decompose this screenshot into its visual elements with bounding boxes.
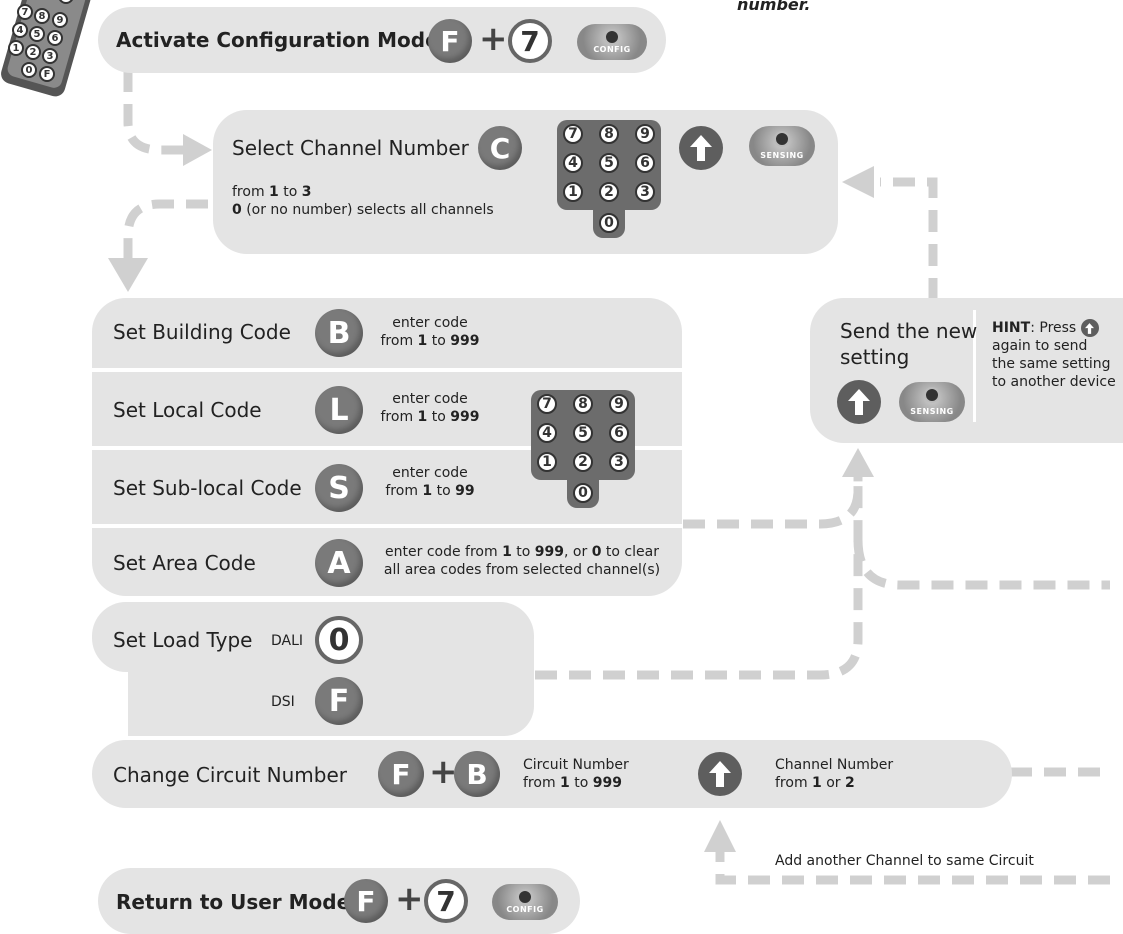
sublocal-code-label: Set Sub-local Code xyxy=(113,476,302,500)
keypad-key-5: 5 xyxy=(599,153,619,173)
b-key-icon: B xyxy=(454,751,500,797)
remote-key-8: 8 xyxy=(34,8,50,24)
keypad-codes: 7 8 9 4 5 6 1 2 3 0 xyxy=(531,390,635,510)
up-arrow-icon xyxy=(1080,319,1099,337)
keypad-key-2: 2 xyxy=(573,452,593,472)
keypad-key-8: 8 xyxy=(573,394,593,414)
f-key-icon: F xyxy=(344,879,388,923)
keypad-key-8: 8 xyxy=(599,124,619,144)
remote-key-9: 9 xyxy=(52,12,68,28)
return-user-label: Return to User Mode xyxy=(116,890,351,914)
building-code-label: Set Building Code xyxy=(113,320,291,344)
plus-sign: + xyxy=(429,752,458,792)
plus-sign: + xyxy=(395,879,424,919)
f-key-icon: F xyxy=(315,677,363,725)
load-type-label: Set Load Type xyxy=(113,628,253,652)
select-channel-range: from 1 to 3 xyxy=(232,184,312,200)
f-key-icon: F xyxy=(378,751,424,797)
keypad-key-4: 4 xyxy=(537,423,557,443)
remote-key-0: 0 xyxy=(21,62,37,78)
seven-key-icon: 7 xyxy=(508,19,552,63)
remote-key-4: 4 xyxy=(12,22,28,38)
remote-key-1: 1 xyxy=(8,40,24,56)
add-channel-note: Add another Channel to same Circuit xyxy=(775,853,1034,869)
s-key-icon: S xyxy=(315,464,363,512)
activate-config-panel xyxy=(98,7,666,73)
area-code-label: Set Area Code xyxy=(113,551,256,575)
keypad-key-0: 0 xyxy=(599,213,619,233)
remote-key-5: 5 xyxy=(29,26,45,42)
sensing-led-icon: SENSING xyxy=(749,126,815,166)
b-key-icon: B xyxy=(315,309,363,357)
dsi-label: DSI xyxy=(271,694,295,710)
zero-key-icon: 0 xyxy=(315,616,363,664)
keypad-key-9: 9 xyxy=(609,394,629,414)
activate-config-label: Activate Configuration Mode xyxy=(116,28,439,52)
hint-text: HINT: Press again to send the same setti… xyxy=(992,319,1116,390)
up-arrow-icon xyxy=(679,126,723,170)
keypad-key-3: 3 xyxy=(609,452,629,472)
a-key-icon: A xyxy=(315,539,363,587)
f-key-icon: F xyxy=(428,19,472,63)
keypad-select-channel: 7 8 9 4 5 6 1 2 3 0 xyxy=(557,120,661,240)
remote-key-f: F xyxy=(39,66,55,82)
keypad-key-0: 0 xyxy=(573,483,593,503)
up-arrow-icon xyxy=(837,380,881,424)
l-key-icon: L xyxy=(315,386,363,434)
plus-sign: + xyxy=(479,19,508,59)
dali-label: DALI xyxy=(271,633,304,649)
select-channel-panel xyxy=(213,110,838,254)
keypad-key-5: 5 xyxy=(573,423,593,443)
local-code-label: Set Local Code xyxy=(113,398,262,422)
row-divider xyxy=(92,446,682,450)
c-key-icon: C xyxy=(478,126,522,170)
keypad-key-7: 7 xyxy=(563,124,583,144)
header-fragment: number. xyxy=(737,0,811,14)
keypad-key-1: 1 xyxy=(563,182,583,202)
remote-key-3: 3 xyxy=(42,48,58,64)
config-led-icon: CONFIG xyxy=(492,884,558,920)
config-led-label: CONFIG xyxy=(506,905,544,914)
seven-key-icon: 7 xyxy=(424,879,468,923)
sensing-led-icon: SENSING xyxy=(899,382,965,422)
sensing-led-label: SENSING xyxy=(760,151,804,160)
keypad-key-9: 9 xyxy=(635,124,655,144)
keypad-key-4: 4 xyxy=(563,153,583,173)
row-divider xyxy=(92,368,682,372)
send-divider xyxy=(973,310,976,422)
keypad-key-3: 3 xyxy=(635,182,655,202)
row-divider xyxy=(92,524,682,528)
keypad-key-2: 2 xyxy=(599,182,619,202)
remote-control-image: 7 8 9 4 5 6 1 2 3 0 F S xyxy=(0,0,92,98)
remote-key-2: 2 xyxy=(25,44,41,60)
keypad-key-6: 6 xyxy=(635,153,655,173)
circuit-panel xyxy=(92,740,1012,808)
select-channel-all-note: 0 (or no number) selects all channels xyxy=(232,202,494,218)
remote-key-7: 7 xyxy=(17,4,33,20)
up-arrow-icon xyxy=(698,752,742,796)
keypad-key-6: 6 xyxy=(609,423,629,443)
keypad-key-1: 1 xyxy=(537,452,557,472)
circuit-label: Change Circuit Number xyxy=(113,763,348,787)
keypad-key-7: 7 xyxy=(537,394,557,414)
remote-key-6: 6 xyxy=(47,30,63,46)
select-channel-title: Select Channel Number xyxy=(232,136,469,160)
sensing-led-label: SENSING xyxy=(910,407,954,416)
config-led-label: CONFIG xyxy=(593,45,631,54)
config-led-icon: CONFIG xyxy=(577,24,647,60)
